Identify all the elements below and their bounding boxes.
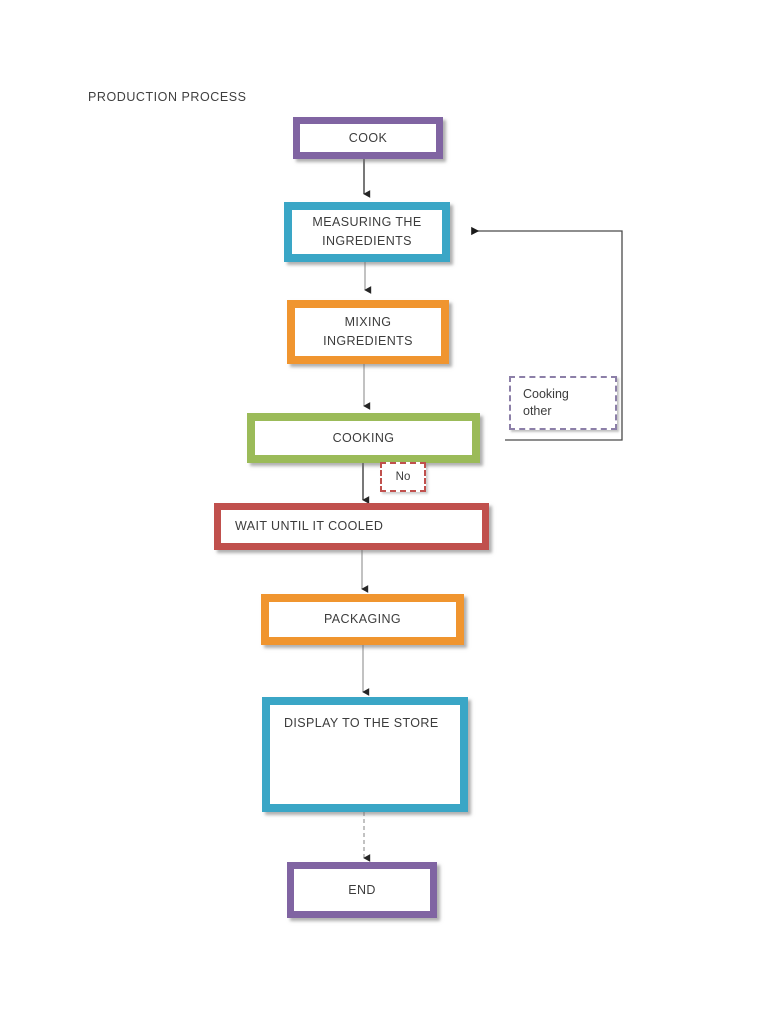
node-display-label: DISPLAY TO THE STORE [284, 716, 439, 730]
node-cook-label: COOK [348, 130, 388, 145]
annotation-line-1: Cooking [523, 387, 569, 402]
node-end[interactable]: END [287, 862, 437, 918]
node-measuring-the-ingredients[interactable]: MEASURING THE INGREDIENTS [284, 202, 450, 262]
node-display-to-the-store[interactable]: DISPLAY TO THE STORE [262, 697, 468, 812]
annotation-cooking-other[interactable]: Cooking other [509, 376, 617, 430]
annotation-no-text: No [395, 471, 411, 483]
node-mixing-label: MIXING INGREDIENTS [323, 315, 413, 348]
annotation-line-2: other [523, 404, 552, 418]
node-cooking[interactable]: COOKING [247, 413, 480, 463]
annotation-cooking-other-label: Cooking other [511, 386, 569, 420]
node-end-label: END [348, 882, 376, 897]
node-packaging[interactable]: PACKAGING [261, 594, 464, 645]
node-wait-label: WAIT UNTIL IT COOLED [235, 519, 384, 534]
node-packaging-label: PACKAGING [324, 612, 401, 627]
page-title: PRODUCTION PROCESS [88, 90, 247, 104]
node-cook[interactable]: COOK [293, 117, 443, 159]
node-mixing-ingredients[interactable]: MIXING INGREDIENTS [287, 300, 449, 364]
annotation-no-label[interactable]: No [380, 462, 426, 492]
node-measuring-label: MEASURING THE INGREDIENTS [312, 215, 422, 248]
node-wait-until-it-cooled[interactable]: WAIT UNTIL IT COOLED [214, 503, 489, 550]
node-cooking-label: COOKING [332, 430, 395, 445]
